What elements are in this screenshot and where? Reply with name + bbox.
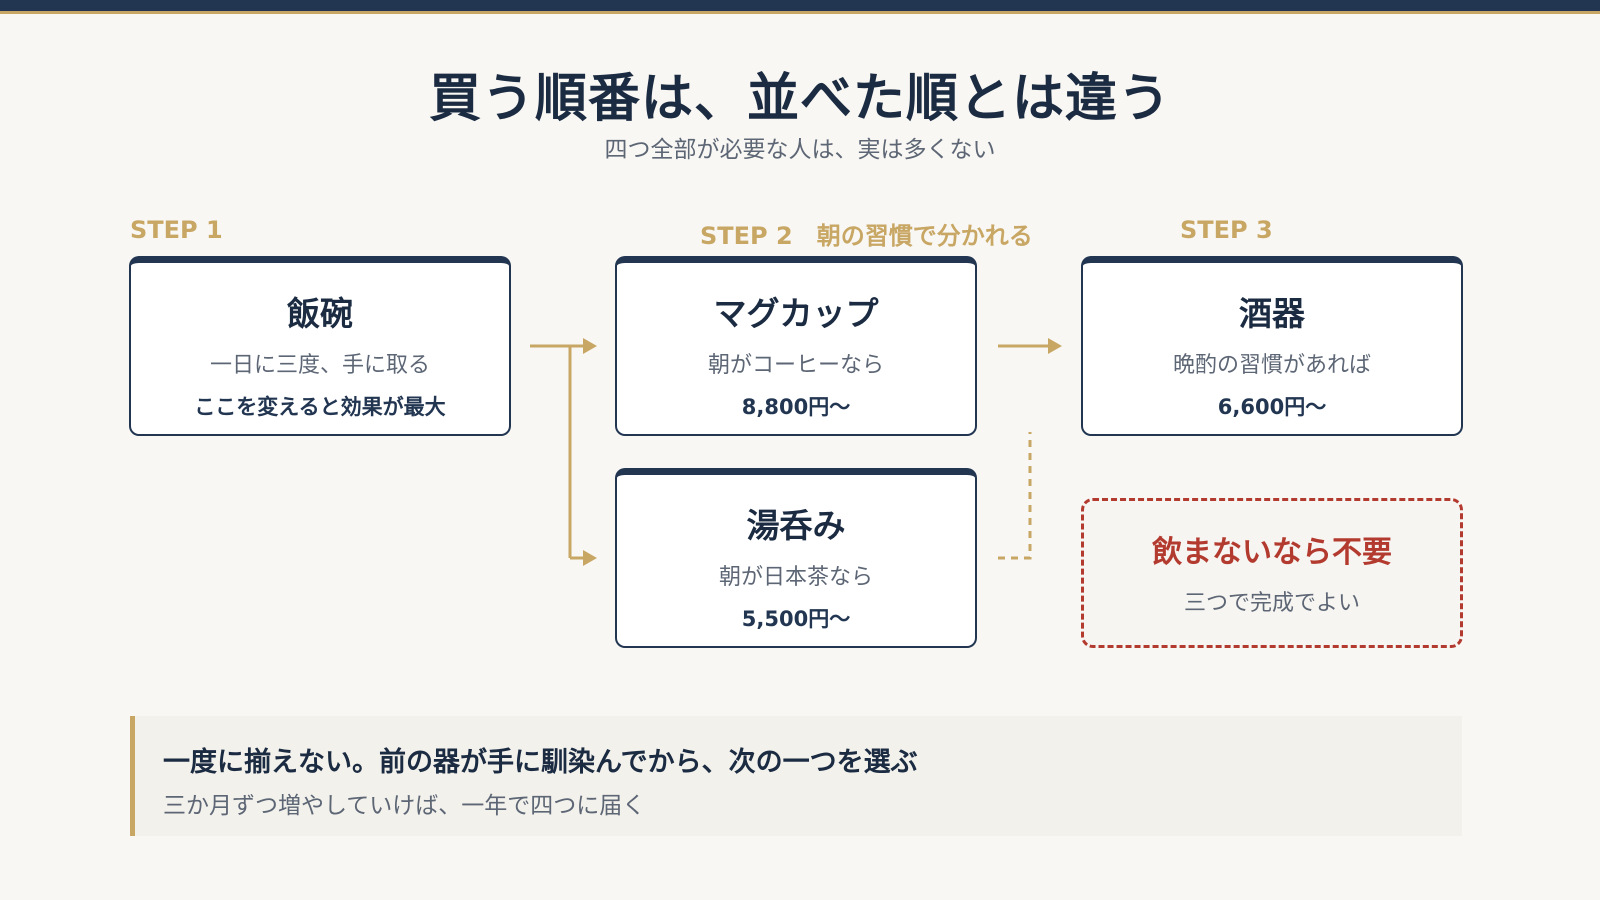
card-mug-desc: 朝がコーヒーなら <box>707 353 884 378</box>
arrowhead-to-sake <box>1048 338 1062 354</box>
page-subtitle: 四つ全部が必要な人は、実は多くない <box>604 137 996 163</box>
card-mug: マグカップ 朝がコーヒーなら 8,800円〜 <box>615 256 977 436</box>
card-sake: 酒器 晩酌の習慣があれば 6,600円〜 <box>1081 256 1463 436</box>
step-3-label: STEP 3 <box>1180 216 1273 244</box>
callout-sub-text: 三か月ずつ増やしていけば、一年で四つに届く <box>163 793 646 819</box>
card-optional-title: 飲まないなら不要 <box>1152 535 1392 570</box>
card-optional-not-needed: 飲まないなら不要 三つで完成でよい <box>1081 498 1463 648</box>
card-mug-title: マグカップ <box>713 294 879 333</box>
page-title: 買う順番は、並べた順とは違う <box>428 69 1171 129</box>
step-1-label: STEP 1 <box>130 216 223 244</box>
callout-main-text: 一度に揃えない。前の器が手に馴染んでから、次の一つを選ぶ <box>163 747 918 778</box>
card-sake-price: 6,600円〜 <box>1217 395 1327 419</box>
card-teacup: 湯呑み 朝が日本茶なら 5,500円〜 <box>615 468 977 648</box>
card-sake-desc: 晩酌の習慣があれば <box>1172 353 1371 378</box>
step-2-label: STEP 2 朝の習慣で分かれる <box>700 222 1033 250</box>
arrowhead-to-teacup <box>583 550 597 566</box>
connector-dashed-optional <box>998 432 1032 560</box>
card-mug-price: 8,800円〜 <box>741 395 851 419</box>
top-accent-bar <box>0 0 1600 14</box>
card-teacup-desc: 朝が日本茶なら <box>718 565 873 590</box>
card-rice-bowl-note: ここを変えると効果が最大 <box>194 395 446 419</box>
card-rice-bowl: 飯碗 一日に三度、手に取る ここを変えると効果が最大 <box>129 256 511 436</box>
card-rice-bowl-title: 飯碗 <box>287 294 353 333</box>
card-teacup-title: 湯呑み <box>746 506 846 545</box>
arrowhead-to-mug <box>583 338 597 354</box>
card-optional-desc: 三つで完成でよい <box>1183 591 1360 616</box>
card-sake-title: 酒器 <box>1239 294 1305 333</box>
bottom-callout: 一度に揃えない。前の器が手に馴染んでから、次の一つを選ぶ 三か月ずつ増やしていけ… <box>130 716 1462 836</box>
card-teacup-price: 5,500円〜 <box>741 607 851 631</box>
card-rice-bowl-desc: 一日に三度、手に取る <box>209 353 430 378</box>
